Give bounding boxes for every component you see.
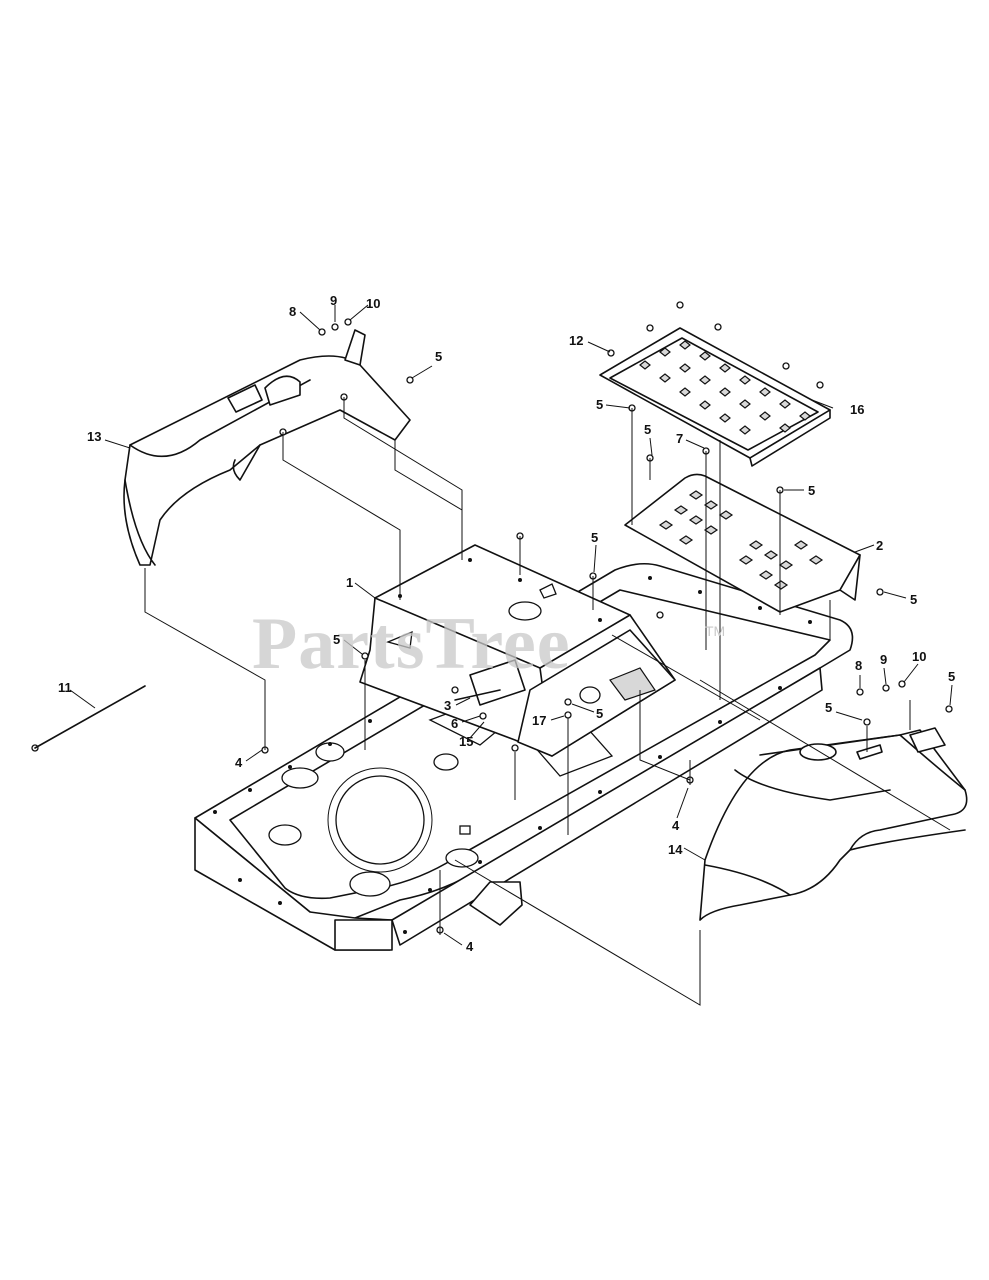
explosion-lines [144, 397, 951, 1006]
callout-10: 10 [366, 296, 380, 311]
callout-9: 9 [330, 293, 337, 308]
fender-14 [699, 727, 968, 921]
callout-14: 14 [668, 842, 683, 857]
callout-12: 12 [569, 333, 583, 348]
callout-2: 2 [876, 538, 883, 553]
callout-16: 16 [850, 402, 864, 417]
callout-7: 7 [676, 431, 683, 446]
callout-5: 5 [948, 669, 955, 684]
callout-5: 5 [591, 530, 598, 545]
callout-labels: 13 8 9 10 5 12 5 16 5 7 5 2 5 5 1 5 3 6 … [58, 293, 955, 954]
callout-15: 15 [459, 734, 473, 749]
callout-5: 5 [808, 483, 815, 498]
callout-5: 5 [333, 632, 340, 647]
callout-17: 17 [532, 713, 546, 728]
callout-5: 5 [910, 592, 917, 607]
callout-5: 5 [435, 349, 442, 364]
callout-9: 9 [880, 652, 887, 667]
callout-5: 5 [825, 700, 832, 715]
seat-support-panel [359, 544, 676, 757]
callout-10: 10 [912, 649, 926, 664]
callout-4: 4 [466, 939, 474, 954]
callout-8: 8 [855, 658, 862, 673]
watermark-tm: TM [705, 623, 725, 639]
callout-5: 5 [644, 422, 651, 437]
callout-5: 5 [596, 706, 603, 721]
step-plate-treads [639, 340, 811, 435]
callout-4: 4 [235, 755, 243, 770]
leader-lines [69, 304, 953, 946]
rod-11 [34, 685, 146, 749]
fender-13 [123, 329, 411, 566]
callout-6: 6 [451, 716, 458, 731]
floor-plate-2 [624, 473, 861, 613]
floor-plate-treads [658, 490, 824, 590]
callout-8: 8 [289, 304, 296, 319]
callout-4: 4 [672, 818, 680, 833]
callout-3: 3 [444, 698, 451, 713]
callout-13: 13 [87, 429, 101, 444]
callout-1: 1 [346, 575, 353, 590]
step-plate-16 [599, 327, 831, 467]
watermark: PartsTree [252, 603, 571, 685]
callout-11: 11 [58, 680, 72, 695]
callout-5: 5 [596, 397, 603, 412]
